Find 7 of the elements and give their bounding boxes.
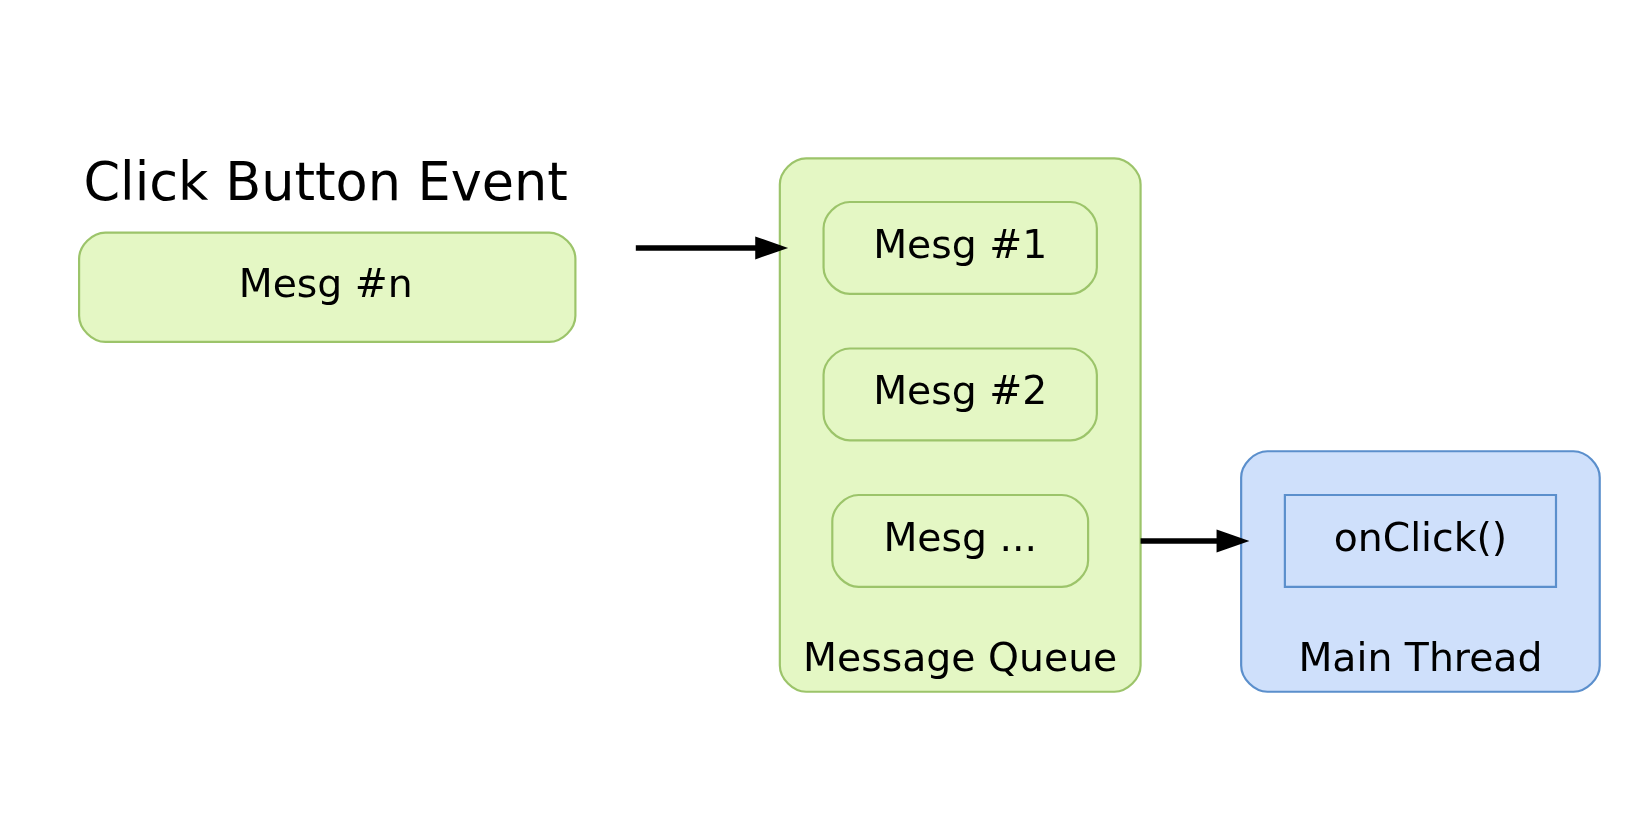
node-box: Mesg #2 [822,347,1098,442]
node-box: onClick() [1283,493,1558,588]
node-box: Mesg #1 [822,200,1098,295]
node-label: Click Button Event [83,151,568,213]
arrow [1140,529,1250,553]
node-box: Mesg ... [831,493,1090,588]
arrow [635,236,789,260]
